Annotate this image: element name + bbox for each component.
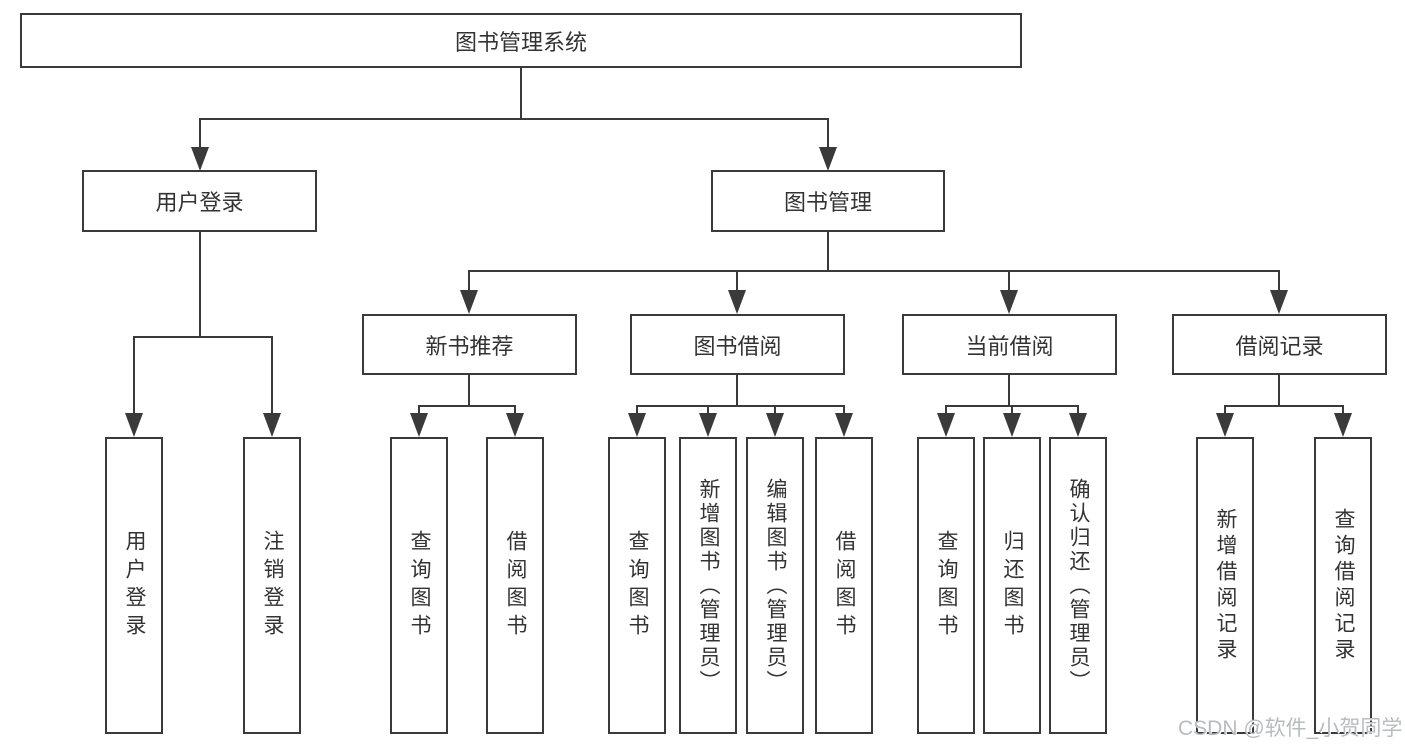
connector-line (1342, 405, 1344, 415)
node-user-login: 用户登录 (82, 170, 317, 232)
connector-line (133, 336, 135, 416)
leaf-return-books-label: 归还图书 (1001, 529, 1025, 642)
connector-line (1224, 405, 1344, 407)
arrow-down-icon (699, 413, 717, 437)
leaf-user-login: 用户登录 (105, 437, 163, 734)
leaf-return-books: 归还图书 (983, 437, 1041, 734)
leaf-logout: 注销登录 (243, 437, 301, 734)
connector-line (843, 405, 845, 415)
leaf-query-books-1-label: 查询图书 (408, 529, 432, 642)
node-new-book-recommend-label: 新书推荐 (425, 333, 514, 359)
arrow-down-icon (506, 413, 524, 437)
node-root: 图书管理系统 (20, 13, 1022, 68)
leaf-query-books-3-label: 查询图书 (935, 529, 959, 642)
arrow-down-icon (1000, 290, 1018, 314)
leaf-query-books-1: 查询图书 (390, 437, 448, 734)
connector-line (199, 118, 829, 120)
leaf-borrow-books-2-label: 借阅图书 (833, 529, 857, 642)
leaf-borrow-books-1-label: 借阅图书 (504, 529, 528, 642)
arrow-down-icon (728, 290, 746, 314)
arrow-down-icon (628, 413, 646, 437)
arrow-down-icon (1216, 413, 1234, 437)
connector-line (636, 405, 638, 415)
connector-line (1077, 405, 1079, 415)
leaf-add-books-label: 新增图书（管理员） (697, 477, 721, 694)
leaf-edit-books-label: 编辑图书（管理员） (764, 477, 788, 694)
arrow-down-icon (1069, 413, 1087, 437)
connector-line (418, 405, 420, 415)
connector-line (1008, 270, 1010, 293)
watermark: CSDN @软件_小贺同学 (1178, 717, 1403, 740)
leaf-confirm-return-label: 确认归还（管理员） (1067, 477, 1091, 694)
leaf-borrow-books-2: 借阅图书 (815, 437, 873, 734)
leaf-borrow-books-1: 借阅图书 (486, 437, 544, 734)
leaf-query-borrow-record: 查询借阅记录 (1314, 437, 1372, 734)
connector-line (736, 270, 738, 293)
arrow-down-icon (937, 413, 955, 437)
leaf-query-books-3: 查询图书 (917, 437, 975, 734)
connector-line (514, 405, 516, 415)
arrow-down-icon (125, 413, 143, 437)
connector-line (707, 405, 709, 415)
leaf-edit-books: 编辑图书（管理员） (746, 437, 804, 734)
node-current-borrow-label: 当前借阅 (965, 333, 1054, 359)
connector-line (418, 405, 516, 407)
connector-line (827, 118, 829, 150)
leaf-user-login-label: 用户登录 (123, 529, 147, 642)
connector-line (1278, 375, 1280, 407)
connector-line (1224, 405, 1226, 415)
arrow-down-icon (191, 147, 209, 171)
node-root-label: 图书管理系统 (454, 29, 587, 55)
arrow-down-icon (766, 413, 784, 437)
connector-line (468, 270, 470, 293)
leaf-confirm-return: 确认归还（管理员） (1049, 437, 1107, 734)
leaf-add-borrow-record-label: 新增借阅记录 (1214, 507, 1238, 664)
arrow-down-icon (1334, 413, 1352, 437)
node-user-login-label: 用户登录 (155, 190, 244, 215)
leaf-query-books-2: 查询图书 (608, 437, 666, 734)
connector-line (1008, 375, 1010, 407)
leaf-query-borrow-record-label: 查询借阅记录 (1332, 507, 1356, 664)
node-borrow-records: 借阅记录 (1172, 314, 1387, 375)
connector-line (199, 118, 201, 150)
leaf-query-books-2-label: 查询图书 (626, 529, 650, 642)
node-new-book-recommend: 新书推荐 (362, 314, 577, 375)
connector-line (199, 232, 201, 338)
connector-line (520, 68, 522, 120)
leaf-add-borrow-record: 新增借阅记录 (1196, 437, 1254, 734)
arrow-down-icon (819, 147, 837, 171)
connector-line (468, 270, 1280, 272)
connector-line (736, 375, 738, 407)
connector-line (271, 336, 273, 416)
arrow-down-icon (460, 290, 478, 314)
connector-line (774, 405, 776, 415)
arrow-down-icon (263, 413, 281, 437)
node-borrow-records-label: 借阅记录 (1235, 333, 1324, 359)
connector-line (636, 405, 845, 407)
node-book-borrow-label: 图书借阅 (693, 333, 782, 359)
connector-line (468, 375, 470, 407)
node-book-management-label: 图书管理 (783, 190, 872, 215)
connector-line (1011, 405, 1013, 415)
arrow-down-icon (410, 413, 428, 437)
connector-line (133, 336, 273, 338)
arrow-down-icon (1003, 413, 1021, 437)
node-book-borrow: 图书借阅 (630, 314, 845, 375)
leaf-add-books: 新增图书（管理员） (679, 437, 737, 734)
connector-line (827, 232, 829, 272)
leaf-logout-label: 注销登录 (261, 529, 285, 642)
node-current-borrow: 当前借阅 (902, 314, 1117, 375)
node-book-management: 图书管理 (711, 170, 945, 232)
connector-line (945, 405, 947, 415)
connector-line (1278, 270, 1280, 293)
arrow-down-icon (835, 413, 853, 437)
arrow-down-icon (1270, 290, 1288, 314)
